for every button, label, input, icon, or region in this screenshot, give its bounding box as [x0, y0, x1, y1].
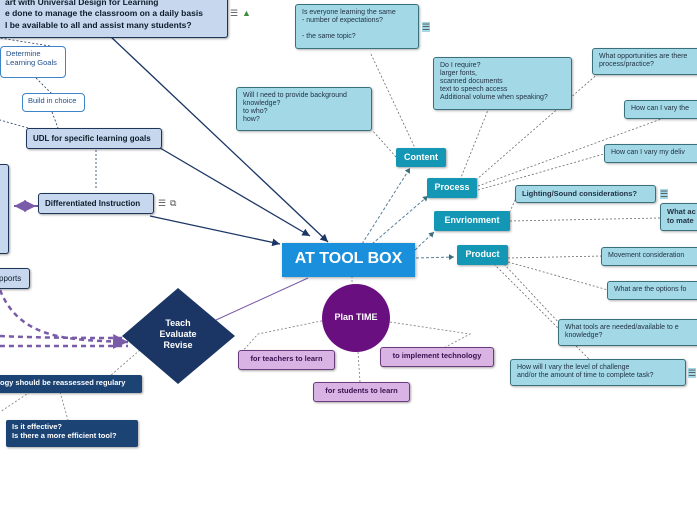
build-choice-node[interactable]: Build in choice — [22, 93, 85, 112]
supports-node[interactable]: pports — [0, 268, 30, 289]
students-learn-node[interactable]: for students to learn — [313, 382, 410, 402]
notes-icon[interactable]: ☰ — [422, 22, 431, 32]
teach-evaluate-revise[interactable]: Teach Evaluate Revise — [159, 318, 197, 350]
effective-node[interactable]: Is it effective? Is there a more efficie… — [6, 420, 138, 447]
tools-note[interactable]: What tools are needed/available to e kno… — [558, 319, 697, 346]
lighting-sound-note[interactable]: Lighting/Sound considerations? — [515, 185, 656, 203]
process-node[interactable]: Process — [427, 178, 477, 198]
determine-goals-node[interactable]: Determine Learning Goals — [0, 46, 66, 78]
notes-icon[interactable]: ☰ — [688, 368, 697, 378]
vary-level-note[interactable]: How will I vary the level of challenge a… — [510, 359, 686, 386]
left-edge-node[interactable] — [0, 164, 9, 254]
notes-icon[interactable]: ☰ — [158, 198, 167, 208]
notes-icon[interactable]: ☰ — [230, 8, 239, 18]
link-icon[interactable]: ⧉ — [170, 198, 177, 208]
image-icon[interactable]: ▲ — [242, 8, 251, 18]
everyone-same-note[interactable]: Is everyone learning the same - number o… — [295, 4, 419, 49]
implement-technology-node[interactable]: to implement technology — [380, 347, 494, 367]
teach-diamond-shape — [122, 288, 235, 384]
plan-time-circle — [322, 284, 390, 352]
environment-node[interactable]: Envrionment — [434, 211, 510, 231]
reassessed-node[interactable]: ogy should be reassessed regulary — [0, 375, 142, 393]
require-note[interactable]: Do I require? larger fonts, scanned docu… — [433, 57, 572, 110]
product-node[interactable]: Product — [457, 245, 508, 265]
opportunities-note[interactable]: What opportunities are there process/pra… — [592, 48, 697, 75]
central-node[interactable]: AT TOOL BOX — [282, 243, 415, 277]
content-node[interactable]: Content — [396, 148, 446, 167]
background-knowledge-note[interactable]: Will I need to provide background knowle… — [236, 87, 372, 131]
vary-the-note[interactable]: How can I vary the — [624, 100, 697, 119]
vary-delivery-note[interactable]: How can I vary my deliv — [604, 144, 697, 163]
notes-icon[interactable]: ☰ — [660, 189, 669, 199]
options-note[interactable]: What are the options fo — [607, 281, 697, 300]
teachers-learn-node[interactable]: for teachers to learn — [238, 350, 335, 370]
top-udl-node[interactable]: art with Universal Design for Learning e… — [0, 0, 228, 38]
udl-goals-node[interactable]: UDL for specific learning goals — [26, 128, 162, 149]
plan-time-label[interactable]: Plan TIME — [334, 312, 378, 322]
what-ac-note[interactable]: What ac to mate — [660, 203, 697, 231]
movement-note[interactable]: Movement consideration — [601, 247, 697, 266]
differentiated-node[interactable]: Differentiated Instruction — [38, 193, 154, 214]
